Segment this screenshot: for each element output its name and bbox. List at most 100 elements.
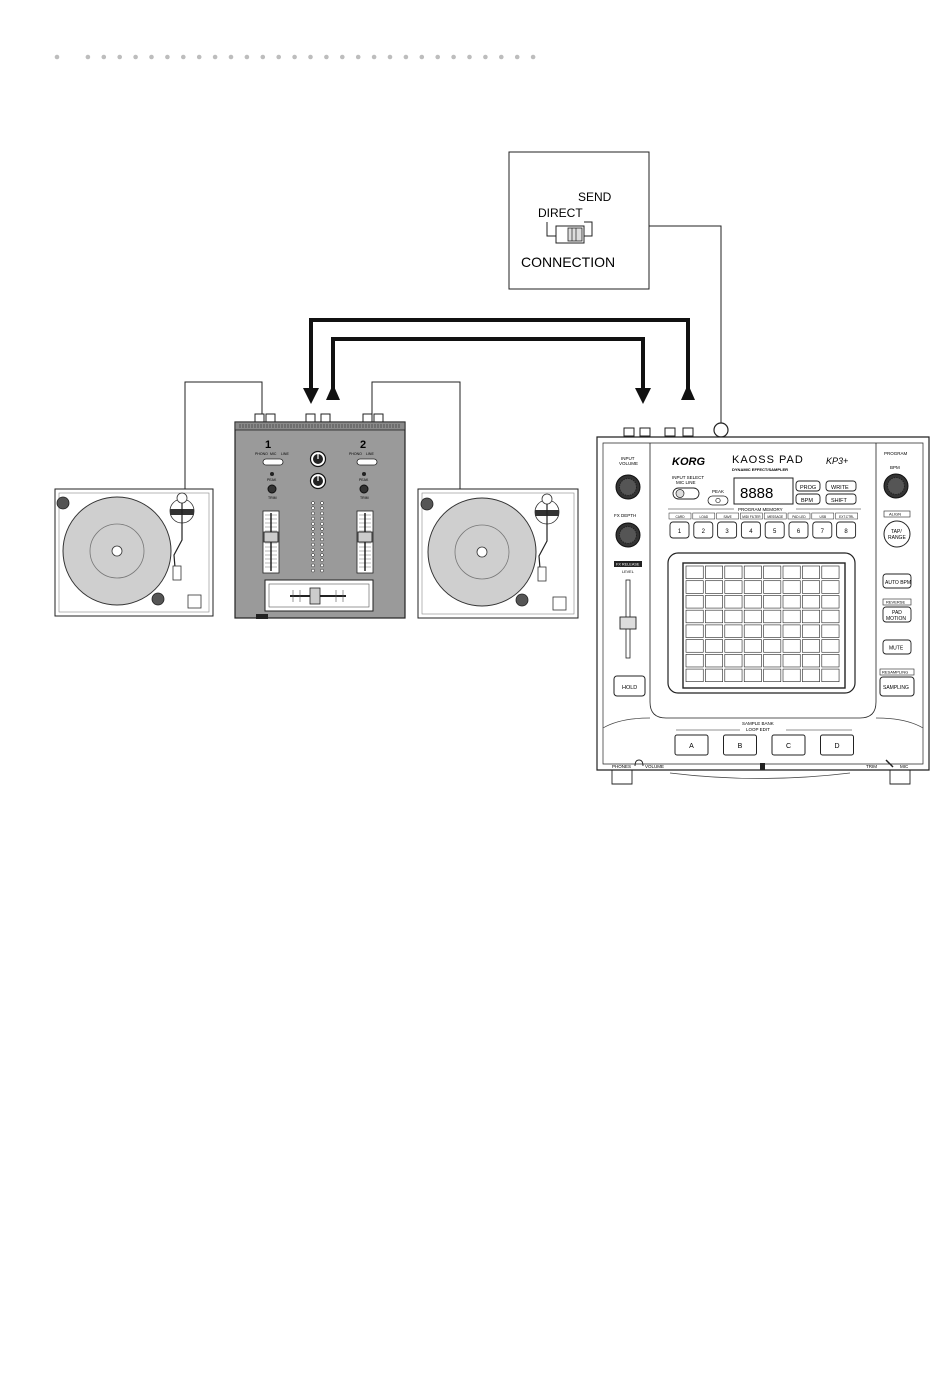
pad-cell[interactable] xyxy=(685,668,704,683)
pad-cell[interactable] xyxy=(724,609,743,624)
program-memory-label: PROGRAM MEMORY xyxy=(738,507,783,512)
pad-cell[interactable] xyxy=(821,668,840,683)
pad-cell[interactable] xyxy=(782,580,801,594)
channel-fader-2[interactable] xyxy=(357,531,373,543)
write-button[interactable] xyxy=(825,480,857,492)
trim-knob-1[interactable] xyxy=(267,484,277,494)
pad-cell[interactable] xyxy=(724,580,743,594)
pad-cell[interactable] xyxy=(705,624,723,638)
sample-bank-d-button[interactable] xyxy=(820,734,854,756)
sample-bank-c-button[interactable] xyxy=(771,734,806,756)
pad-cell[interactable] xyxy=(802,654,820,668)
trim-knob-2[interactable] xyxy=(359,484,369,494)
mic-label: MIC xyxy=(900,764,909,769)
pad-cell[interactable] xyxy=(821,624,840,638)
pad-cell[interactable] xyxy=(743,639,762,653)
memory-button-4[interactable] xyxy=(740,521,761,539)
channel-fader-1[interactable] xyxy=(263,531,279,543)
pad-cell[interactable] xyxy=(705,595,723,609)
pad-cell[interactable] xyxy=(821,580,840,594)
pad-cell[interactable] xyxy=(724,668,743,683)
pad-cell[interactable] xyxy=(763,624,782,638)
pad-cell[interactable] xyxy=(763,654,782,668)
pad-cell[interactable] xyxy=(685,595,704,609)
phono-label-2: PHONO xyxy=(349,452,362,456)
pad-cell[interactable] xyxy=(705,654,723,668)
memory-button-6[interactable] xyxy=(788,521,809,539)
meter-led xyxy=(311,532,315,536)
pad-cell[interactable] xyxy=(685,609,704,624)
pad-cell[interactable] xyxy=(743,624,762,638)
pad-cell[interactable] xyxy=(724,595,743,609)
pad-cell[interactable] xyxy=(763,580,782,594)
pad-cell[interactable] xyxy=(743,668,762,683)
pad-cell[interactable] xyxy=(685,565,704,579)
memory-button-1[interactable] xyxy=(669,521,690,539)
crossfader[interactable] xyxy=(309,587,321,605)
pad-cell[interactable] xyxy=(782,668,801,683)
pad-cell[interactable] xyxy=(821,565,840,579)
pad-cell[interactable] xyxy=(763,668,782,683)
pad-cell[interactable] xyxy=(743,565,762,579)
pad-cell[interactable] xyxy=(743,595,762,609)
sample-bank-b-button[interactable] xyxy=(723,734,757,756)
memory-button-2[interactable] xyxy=(693,521,714,539)
prog-button[interactable] xyxy=(795,480,821,492)
sampling-button[interactable] xyxy=(879,676,915,697)
pad-cell[interactable] xyxy=(705,580,723,594)
pad-motion-button[interactable] xyxy=(882,606,912,623)
mute-button[interactable] xyxy=(882,639,912,655)
pad-cell[interactable] xyxy=(782,609,801,624)
pad-cell[interactable] xyxy=(821,609,840,624)
pad-cell[interactable] xyxy=(802,595,820,609)
pad-cell[interactable] xyxy=(724,654,743,668)
pad-cell[interactable] xyxy=(743,654,762,668)
pad-cell[interactable] xyxy=(763,639,782,653)
pad-cell[interactable] xyxy=(802,624,820,638)
pad-cell[interactable] xyxy=(743,580,762,594)
memory-button-8[interactable] xyxy=(836,521,857,539)
pad-cell[interactable] xyxy=(743,609,762,624)
auto-bpm-button[interactable] xyxy=(882,573,912,589)
pad-cell[interactable] xyxy=(782,565,801,579)
memory-button-7[interactable] xyxy=(812,521,833,539)
pad-cell[interactable] xyxy=(802,565,820,579)
pad-cell[interactable] xyxy=(821,595,840,609)
memory-button-3[interactable] xyxy=(717,521,738,539)
pad-cell[interactable] xyxy=(724,624,743,638)
tap-range-button[interactable] xyxy=(883,520,911,548)
pad-cell[interactable] xyxy=(763,609,782,624)
pad-cell[interactable] xyxy=(782,595,801,609)
pad-cell[interactable] xyxy=(763,565,782,579)
pad-cell[interactable] xyxy=(782,639,801,653)
memory-button-5[interactable] xyxy=(764,521,785,539)
pad-cell[interactable] xyxy=(821,639,840,653)
sample-bank-a-button[interactable] xyxy=(674,734,709,756)
pad-cell[interactable] xyxy=(802,580,820,594)
pad-cell[interactable] xyxy=(705,609,723,624)
input-switch-1[interactable] xyxy=(262,458,284,466)
pad-cell[interactable] xyxy=(685,654,704,668)
pad-cell[interactable] xyxy=(821,654,840,668)
headphones-icon xyxy=(634,759,644,767)
pad-cell[interactable] xyxy=(782,624,801,638)
pad-cell[interactable] xyxy=(705,639,723,653)
hold-button[interactable] xyxy=(613,675,646,697)
pad-cell[interactable] xyxy=(802,668,820,683)
pad-cell[interactable] xyxy=(705,668,723,683)
pad-cell[interactable] xyxy=(685,639,704,653)
pad-cell[interactable] xyxy=(763,595,782,609)
pad-cell[interactable] xyxy=(724,639,743,653)
pad-cell[interactable] xyxy=(685,624,704,638)
input-switch-2[interactable] xyxy=(356,458,378,466)
fx-release-slider[interactable] xyxy=(619,616,637,630)
connection-switch-location[interactable] xyxy=(713,422,729,438)
bpm-button[interactable] xyxy=(795,493,821,505)
shift-button[interactable] xyxy=(825,493,857,505)
pad-cell[interactable] xyxy=(802,609,820,624)
pad-cell[interactable] xyxy=(685,580,704,594)
pad-cell[interactable] xyxy=(782,654,801,668)
pad-cell[interactable] xyxy=(802,639,820,653)
pad-cell[interactable] xyxy=(705,565,723,579)
pad-cell[interactable] xyxy=(724,565,743,579)
